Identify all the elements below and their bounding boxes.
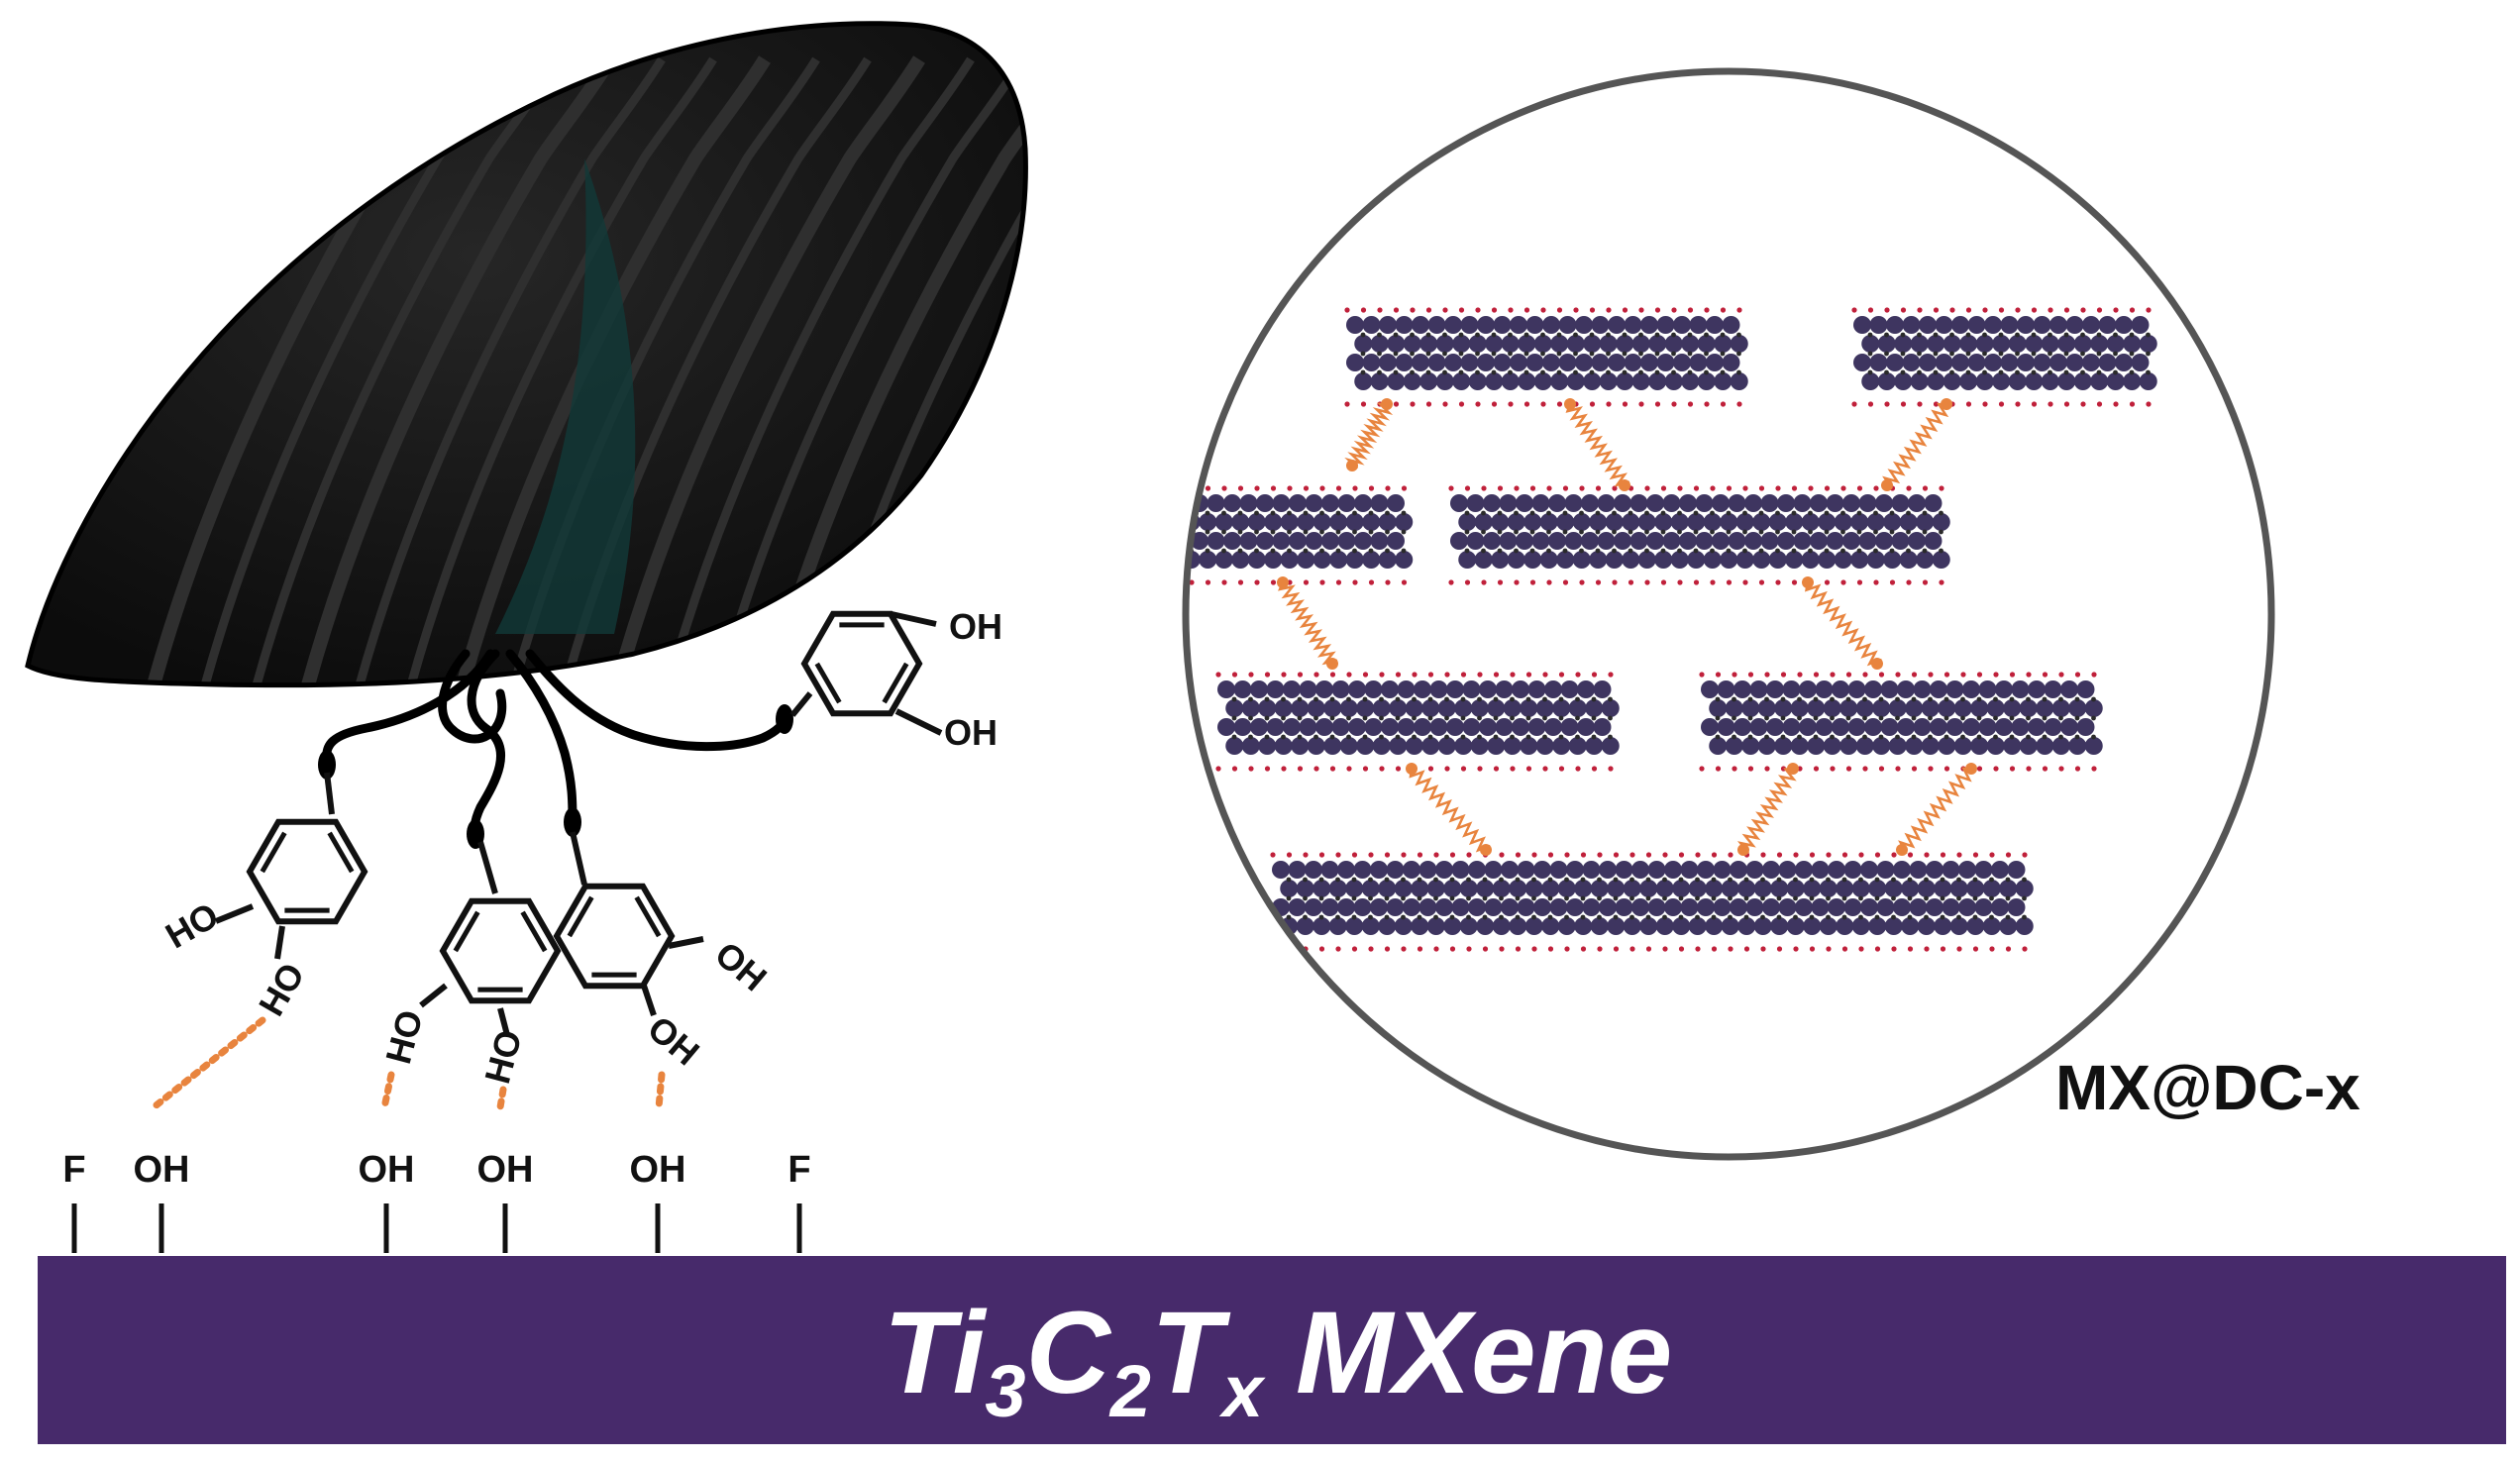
single-bond <box>894 708 943 736</box>
double-bond <box>567 895 594 938</box>
byssal-plaque <box>467 819 484 849</box>
surface-group-label: OH <box>359 1149 415 1191</box>
byssal-plaques <box>318 704 793 849</box>
crosslinker <box>1882 402 1949 490</box>
mxene-sheet <box>1448 485 1950 585</box>
benzene-ring <box>246 818 368 925</box>
single-bond <box>324 772 335 815</box>
mxene-sheet <box>1215 672 1620 772</box>
hydrogen-bonds <box>150 1016 666 1111</box>
single-bond <box>891 611 937 627</box>
benzene-ring <box>800 610 923 717</box>
linker-node <box>1737 844 1749 856</box>
crosslinkers <box>1277 398 1977 856</box>
surface-group-label: OH <box>477 1149 534 1191</box>
mxene-sheet <box>1851 307 2157 407</box>
crosslinker <box>1565 403 1630 487</box>
linker-node <box>1787 763 1799 775</box>
single-bond <box>641 985 657 1016</box>
linker-node <box>1346 460 1358 471</box>
surface-terminations: F OH OH OH OH F <box>62 1149 811 1253</box>
catechol-hydroxyl-label: HO <box>377 1005 431 1068</box>
linker-node <box>1619 479 1630 491</box>
crosslinker <box>1898 767 1972 855</box>
byssal-plaque <box>776 704 793 734</box>
linker-node <box>1965 763 1977 775</box>
shell-stripe <box>605 55 925 685</box>
single-bond <box>274 925 285 960</box>
double-bond <box>814 662 842 704</box>
substrate-label: Ti3C2Tx MXene <box>884 1288 1673 1432</box>
crosslinker <box>1736 767 1797 854</box>
hydrogen-bond <box>150 1016 266 1111</box>
crosslinker <box>1344 402 1394 470</box>
crosslinker <box>1278 581 1338 666</box>
double-bond <box>520 910 548 953</box>
double-bond <box>260 831 287 874</box>
catechol-hydroxyl-label: OH <box>707 933 775 998</box>
benzene-ring <box>553 883 676 990</box>
shell-stripe <box>296 55 616 685</box>
double-bond <box>634 895 662 938</box>
mxene-sheet <box>1699 672 2103 772</box>
benzene-ring <box>439 897 562 1004</box>
byssal-plaque <box>564 807 581 837</box>
linker-node <box>1896 844 1908 856</box>
hydrogen-bond <box>380 1071 395 1111</box>
mussel-shell-icon <box>25 21 1028 688</box>
surface-group-label: OH <box>630 1149 686 1191</box>
crosslinker <box>1409 768 1491 853</box>
linker-node <box>1564 398 1576 410</box>
single-bond <box>668 936 704 949</box>
catechol-hydroxyl-label: OH <box>949 606 1002 647</box>
double-bond <box>882 662 909 704</box>
byssal-plaque <box>318 750 336 780</box>
mxene-substrate: Ti3C2Tx MXene <box>38 1256 2506 1444</box>
surface-group-label: OH <box>134 1149 190 1191</box>
mxene-sheet <box>1344 307 1748 407</box>
linker-node <box>1480 844 1492 856</box>
catechol-hydroxyl-label: HO <box>158 894 225 957</box>
single-bond <box>789 691 813 717</box>
single-bond <box>419 983 448 1008</box>
surface-group-label: F <box>788 1149 810 1191</box>
linker-node <box>1881 479 1893 491</box>
linker-node <box>1941 398 1952 410</box>
single-bond <box>497 1007 510 1036</box>
shell-stripe <box>350 56 666 685</box>
linker-node <box>1871 658 1883 670</box>
composite-label: MX@DC-x <box>2055 1052 2361 1123</box>
catechol-hydroxyl-label: OH <box>944 712 998 753</box>
linker-node <box>1326 658 1338 670</box>
linker-node <box>1406 763 1418 775</box>
linker-node <box>1381 398 1393 410</box>
linker-node <box>1277 576 1289 588</box>
mxene-sheets <box>1186 307 2157 952</box>
hydrogen-bond <box>496 1086 507 1111</box>
double-bond <box>327 831 355 874</box>
hydrogen-bond <box>655 1071 666 1111</box>
catechol-hydroxyl-label: OH <box>640 1007 707 1073</box>
shell-highlight <box>495 158 636 634</box>
shell-stripe <box>659 56 975 685</box>
single-bond <box>214 903 255 924</box>
surface-group-label: F <box>62 1149 85 1191</box>
single-bond <box>570 831 587 886</box>
shell-stripe <box>401 56 717 685</box>
crosslinker <box>1804 581 1882 667</box>
catechol-hydroxyl-label: HO <box>476 1025 530 1088</box>
single-bond <box>477 841 498 894</box>
linker-node <box>1802 576 1814 588</box>
shell-stripe <box>710 56 1026 685</box>
zoom-circle <box>1182 67 2275 1161</box>
mxene-sheet <box>1270 852 2034 952</box>
catechol-hydroxyl-label: HO <box>251 956 313 1022</box>
double-bond <box>453 910 480 953</box>
